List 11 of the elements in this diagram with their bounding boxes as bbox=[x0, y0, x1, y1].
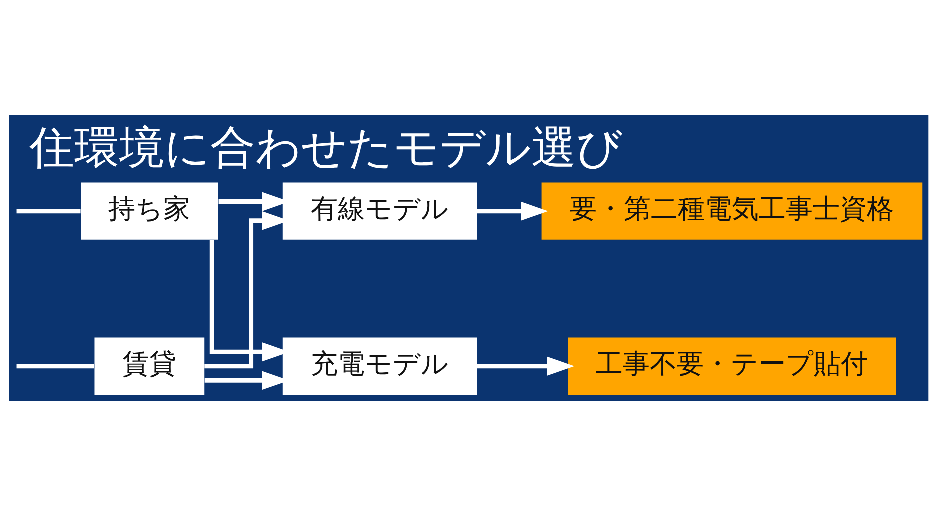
node-box: 工事不要・テープ貼付 bbox=[568, 337, 896, 394]
arrow bbox=[477, 356, 575, 376]
node-box: 持ち家 bbox=[81, 182, 218, 240]
connector bbox=[16, 208, 81, 214]
node-box: 有線モデル bbox=[282, 182, 478, 240]
node-box: 賃貸 bbox=[94, 337, 205, 394]
node-box: 要・第二種電気工事士資格 bbox=[542, 182, 923, 240]
node-box: 充電モデル bbox=[282, 337, 478, 394]
connector bbox=[16, 364, 94, 368]
arrow bbox=[477, 201, 548, 220]
diagram-title: 住環境に合わせたモデル選び bbox=[30, 120, 623, 174]
